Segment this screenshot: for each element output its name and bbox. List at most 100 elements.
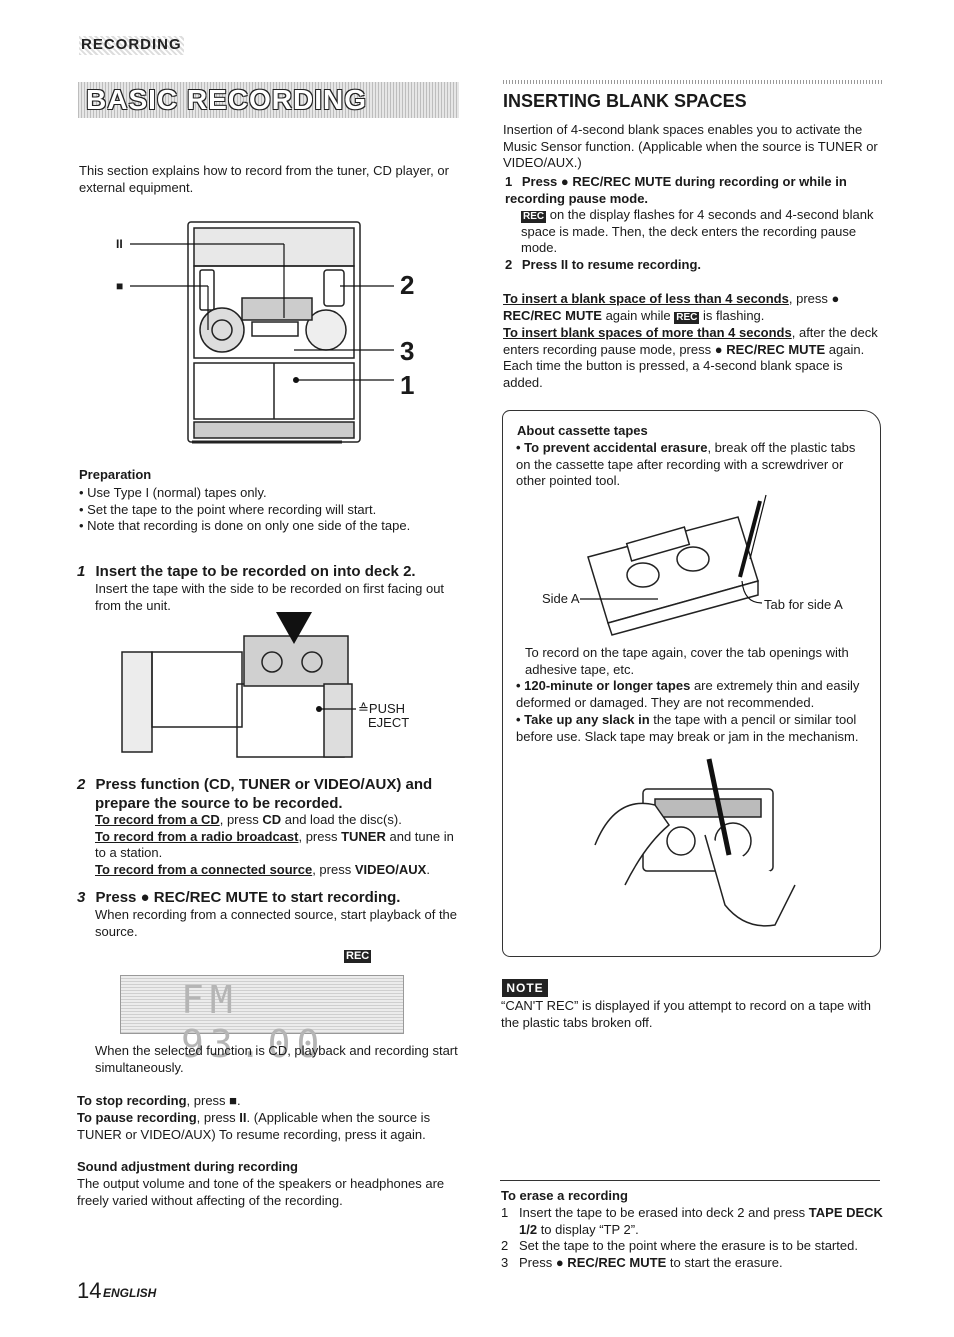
step2-title-line2: prepare the source to be recorded. (95, 795, 343, 812)
more-link: To insert blank spaces of more than 4 se… (503, 325, 792, 340)
less-link: To insert a blank space of less than 4 s… (503, 291, 789, 306)
preparation-item: • Use Type I (normal) tapes only. (79, 485, 267, 500)
text: and tune in to a station. (95, 828, 454, 861)
push-label: ≙PUSH (358, 701, 406, 716)
less-paragraph: To insert a blank space of less than 4 s… (503, 291, 885, 324)
pencil-tape-diagram (585, 755, 805, 935)
radio-link: To record from a radio broadcast (95, 828, 299, 844)
rec-key: ● REC/REC MUTE (714, 341, 826, 357)
step1-body: Insert the tape with the side to be reco… (95, 581, 445, 613)
pause-symbol: II (116, 237, 123, 251)
step2-cd-line: To record from a CD, press CD and load t… (95, 812, 460, 829)
about-p3: • 120-minute or longer tapes are extreme… (516, 678, 872, 711)
erase-step: 1 Insert the tape to be erased into deck… (501, 1205, 885, 1238)
erase-rule (500, 1180, 880, 1181)
text: , press (312, 861, 355, 877)
ext-link: To record from a connected source (95, 861, 313, 877)
section-tag: RECORDING (79, 36, 184, 55)
step1-heading: 1 Insert the tape to be recorded on into… (77, 563, 416, 581)
pause-key: II (239, 1110, 247, 1125)
rec-badge: REC (674, 311, 700, 324)
step-number: 2 (77, 776, 86, 793)
callout-1: 1 (400, 370, 415, 400)
stereo-illustration (130, 221, 394, 444)
step3-title: Press ● REC/REC MUTE to start recording. (95, 889, 401, 906)
about-heading: About cassette tapes (517, 423, 648, 438)
rec-key: ● REC/REC MUTE (555, 1254, 667, 1270)
erase-step-text: Press ● REC/REC MUTE to start the erasur… (519, 1255, 783, 1272)
step3-heading: 3 Press ● REC/REC MUTE to start recordin… (77, 889, 400, 907)
erase-step-text: Set the tape to the point where the eras… (519, 1238, 858, 1253)
text: , press (788, 291, 832, 306)
stop-rest: , press ■. (186, 1093, 241, 1108)
step1-title: Insert the tape to be recorded on into d… (95, 563, 416, 580)
text: the tape with a pencil or similar tool b… (516, 712, 859, 744)
text: , press (196, 1110, 240, 1125)
rec-indicator: REC (344, 950, 372, 963)
sound-body: The output volume and tone of the speake… (77, 1176, 445, 1208)
tab-side-a-label: Tab for side A (764, 597, 843, 612)
display-panel: FM 93.00 (120, 975, 404, 1066)
page-number: 14 (77, 1278, 102, 1303)
step2-heading: 2 Press function (CD, TUNER or VIDEO/AUX… (77, 776, 462, 794)
text: is flashing. (699, 307, 765, 323)
pause-label: To pause recording (77, 1110, 197, 1125)
emphasis: • Take up any slack in (516, 712, 650, 727)
about-p1: • To prevent accidental erasure, break o… (516, 440, 872, 490)
stereo-diagram: II ■ 2 3 1 (112, 218, 432, 448)
video-aux-key: VIDEO/AUX (354, 861, 427, 877)
callout-3: 3 (400, 336, 415, 366)
preparation-item: • Note that recording is done on only on… (79, 518, 411, 533)
text: to start the erasure. (666, 1254, 783, 1270)
cassette-tab-diagram: Side A Tab for side A (538, 494, 868, 636)
preparation-heading: Preparation (79, 467, 152, 482)
about-p2: To record on the tape again, cover the t… (525, 645, 849, 677)
step3-body: When recording from a connected source, … (95, 907, 458, 939)
more-paragraph: To insert blank spaces of more than 4 se… (503, 325, 885, 391)
step-number: 3 (77, 889, 86, 906)
eject-label: EJECT (368, 715, 410, 730)
step-number: 2 (505, 257, 513, 272)
step2-body: To record from a CD, press CD and load t… (95, 812, 460, 878)
inserting-step1: 1 Press ● REC/REC MUTE during recording … (505, 174, 885, 207)
tape-deck-key: TAPE DECK 1/2 (519, 1205, 883, 1237)
note-text: “CAN'T REC” is displayed if you attempt … (501, 998, 872, 1030)
cd-link: To record from a CD (95, 812, 220, 827)
text: to display “TP 2”. (537, 1221, 639, 1237)
inserting-step1-text: Press ● REC/REC MUTE during recording or… (505, 174, 847, 206)
step3-after: When the selected function is CD, playba… (95, 1043, 458, 1075)
about-cassette-box (502, 410, 881, 957)
cd-key: CD (262, 812, 282, 827)
display-readout: FM 93.00 (181, 978, 326, 1066)
side-a-label: Side A (542, 591, 580, 606)
step-number: 1 (505, 174, 513, 189)
erase-heading: To erase a recording (501, 1188, 628, 1203)
text: , press (219, 812, 263, 827)
text: , after the deck enters recording pause … (503, 325, 878, 357)
erase-step: 3 Press ● REC/REC MUTE to start the eras… (501, 1255, 885, 1272)
tuner-key: TUNER (341, 828, 386, 844)
page-title: BASIC RECORDING (86, 84, 368, 115)
erase-step: 2 Set the tape to the point where the er… (501, 1238, 885, 1255)
text: Press (519, 1254, 556, 1270)
text: and load the disc(s). (281, 812, 402, 827)
text: . (Applicable when the source is TUNER o… (77, 1110, 431, 1142)
erase-step-text: Insert the tape to be erased into deck 2… (519, 1205, 885, 1238)
step-number: 1 (77, 563, 86, 580)
text: are extremely thin and easily deformed o… (516, 678, 860, 710)
sound-heading: Sound adjustment during recording (77, 1159, 298, 1174)
step-number: 3 (501, 1254, 509, 1270)
note-badge: NOTE (502, 979, 548, 997)
language-label: ENGLISH (103, 1286, 157, 1300)
callout-2: 2 (400, 270, 415, 300)
column-rule (503, 80, 884, 84)
deck-diagram: ≙PUSH EJECT (112, 612, 432, 762)
emphasis: • 120-minute or longer tapes (516, 678, 691, 693)
preparation-list: • Use Type I (normal) tapes only. • Set … (79, 485, 410, 535)
hand-pencil-illustration (594, 758, 796, 927)
inserting-step2: 2 Press II to resume recording. (505, 257, 701, 274)
text: . (426, 861, 430, 877)
rec-badge: REC (521, 211, 547, 223)
step2-radio-line: To record from a radio broadcast, press … (95, 829, 460, 862)
preparation-item: • Set the tape to the point where record… (79, 501, 377, 517)
